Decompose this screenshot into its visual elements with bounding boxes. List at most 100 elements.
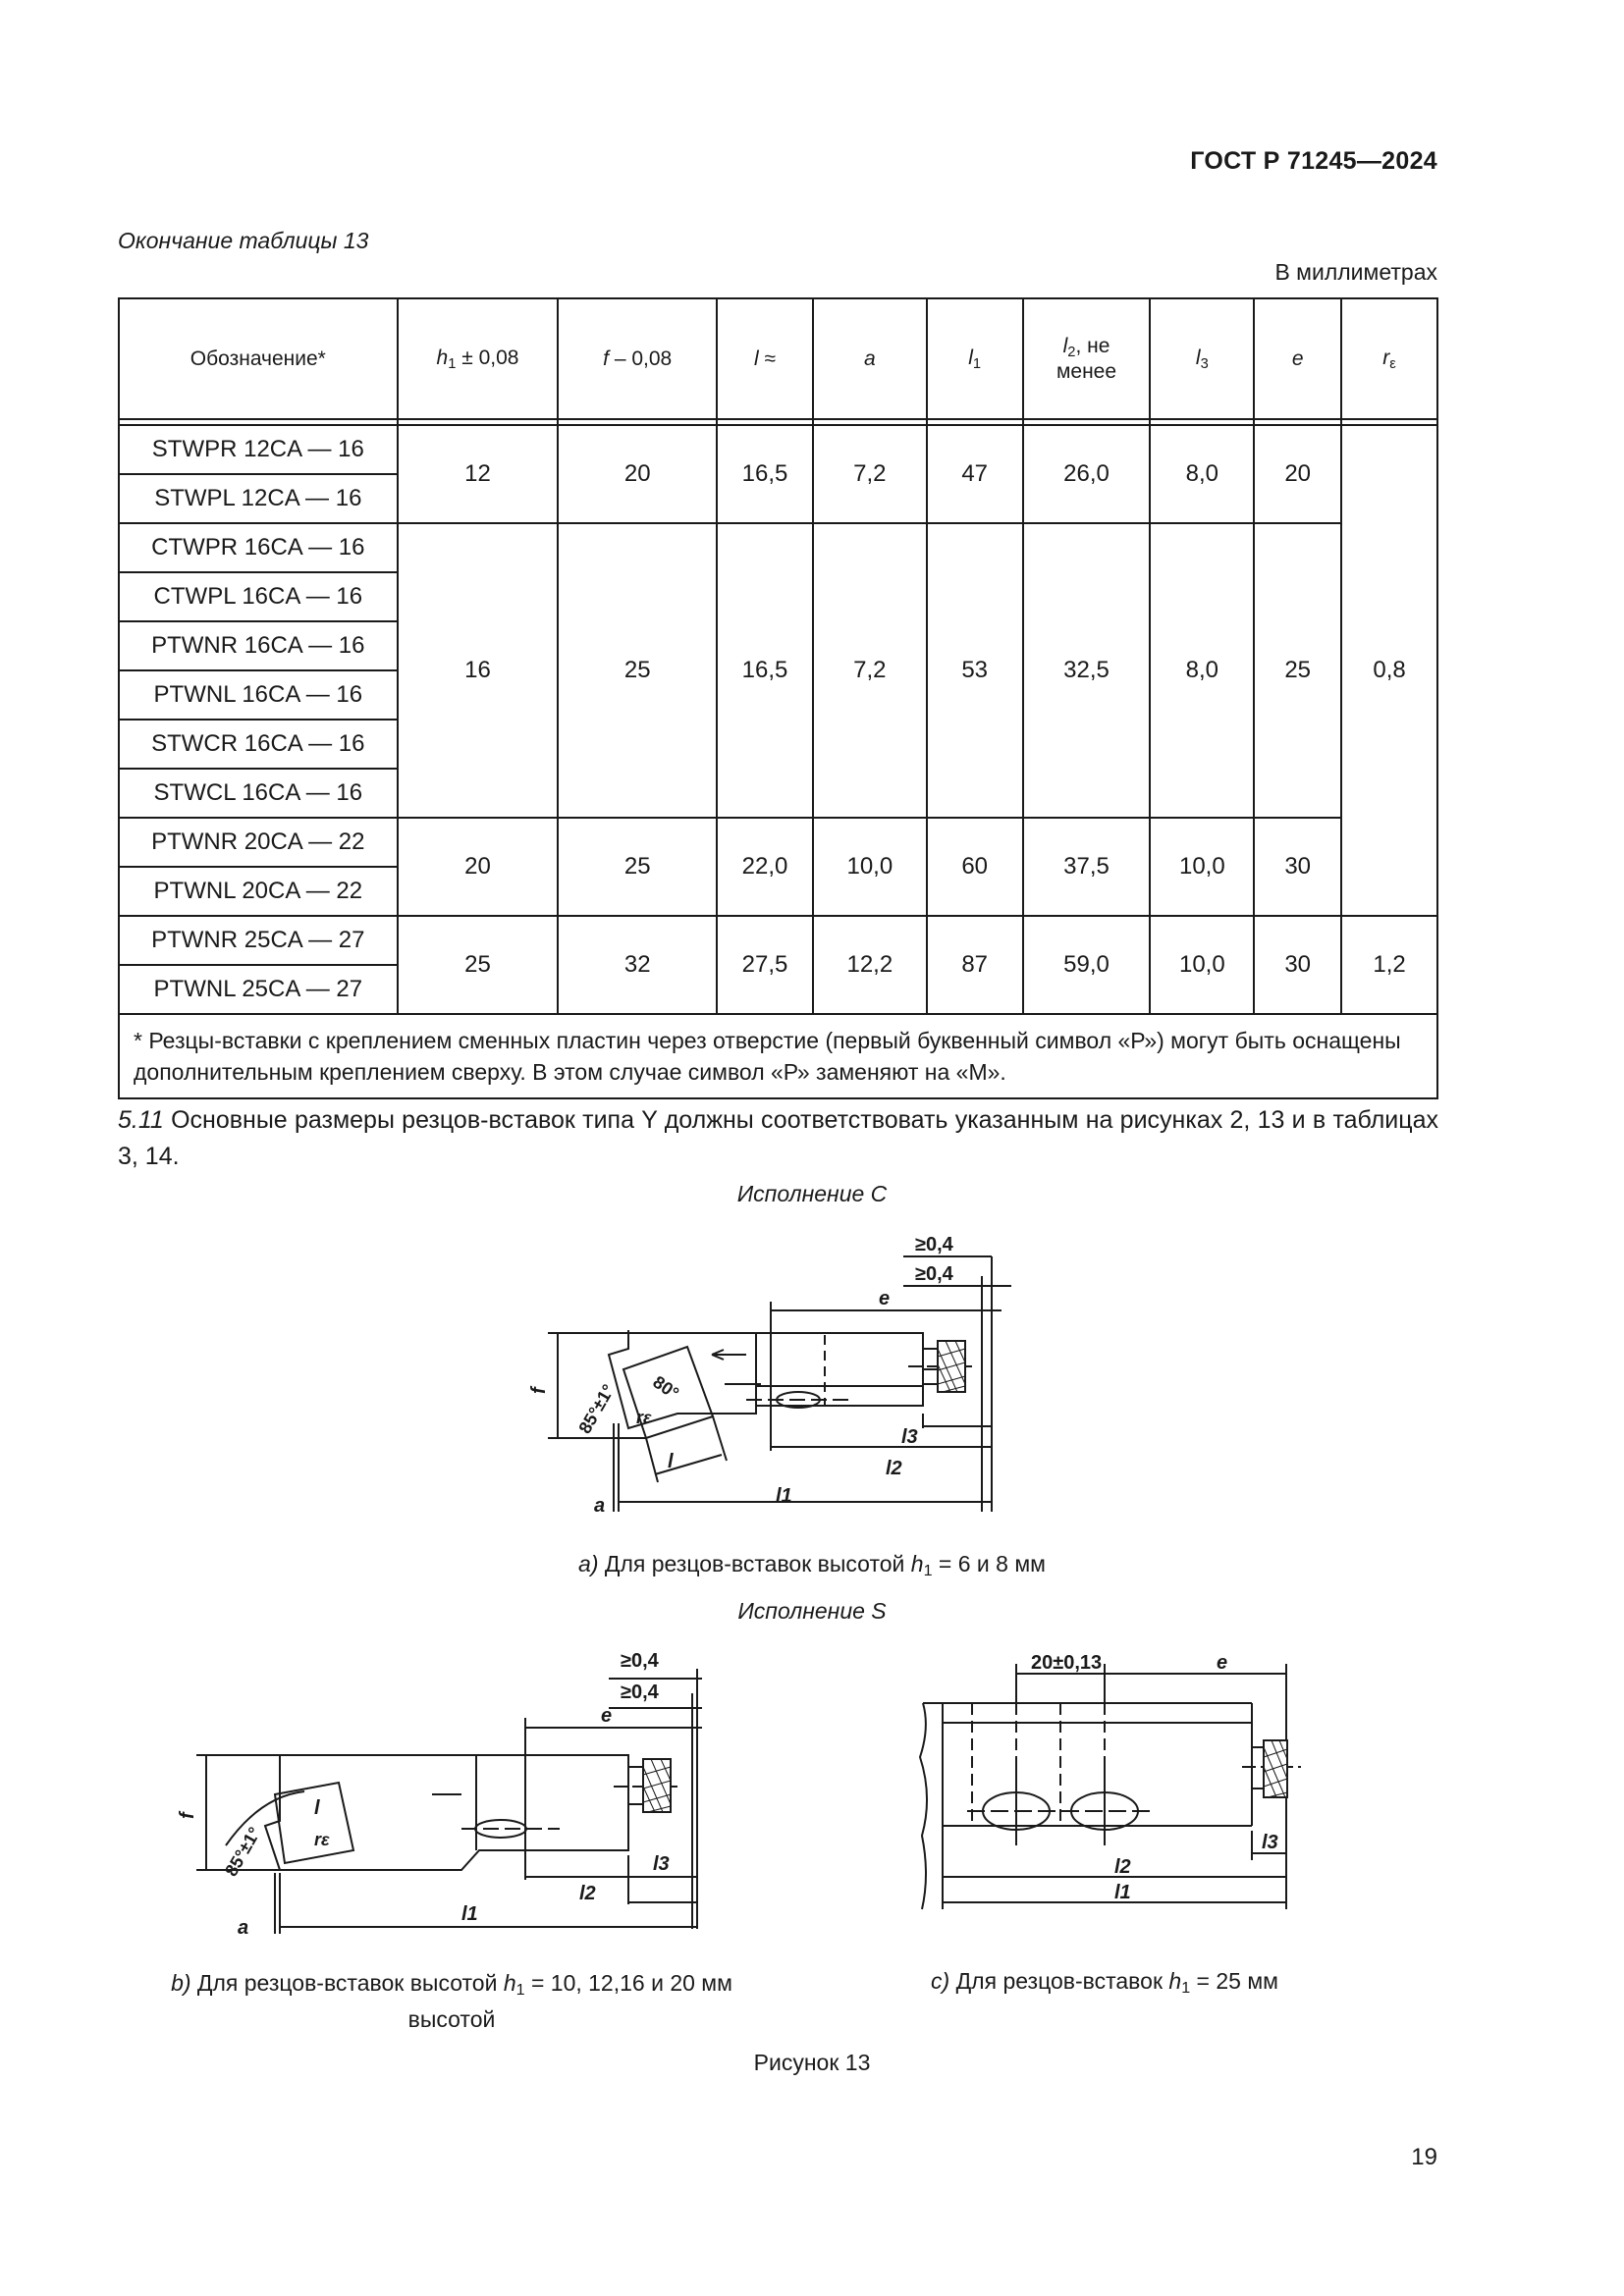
table-row: CTWPR 16CA — 16 16 25 16,5 7,2 53 32,5 8… [118, 522, 1437, 819]
col-l1: l1 [925, 297, 1024, 420]
l-cell: 27,5 [716, 915, 814, 1015]
caption-b: b) Для резцов-вставок высотой h1 = 10, 1… [171, 1970, 732, 2032]
units-label: В миллиметрах [1274, 259, 1437, 285]
table-row: PTWNL 20CA — 22 [118, 866, 1437, 917]
a-label: a [238, 1917, 248, 1934]
l2-cell: 37,5 [1021, 817, 1152, 917]
table-footnote-row: * Резцы-вставки с креплением сменных пла… [118, 1013, 1438, 1099]
r-eps-label: rε [636, 1408, 652, 1427]
e-cell: 25 [1253, 522, 1343, 819]
designation-cell: PTWNL 20CA — 22 [118, 866, 399, 917]
l3-cell: 8,0 [1149, 424, 1256, 524]
table-header-row: Обозначение* h1 ± 0,08 f – 0,08 l ≈ a l1… [118, 297, 1438, 420]
r-eps-cell: 1,2 [1340, 915, 1438, 1015]
standard-number: ГОСТ Р 71245—2024 [1190, 147, 1437, 175]
col-r-eps: rε [1340, 297, 1438, 420]
h1-cell: 20 [396, 817, 560, 917]
f-cell: 20 [557, 424, 719, 524]
l1-cell: 47 [925, 424, 1024, 524]
e-cell: 30 [1253, 915, 1343, 1015]
l-cell: 16,5 [716, 522, 814, 819]
dim-20-label: 20±0,13 [1031, 1652, 1102, 1674]
a-cell: 10,0 [811, 817, 928, 917]
r-eps-label: rε [314, 1830, 330, 1849]
designation-cell: STWPR 12CA — 16 [118, 424, 399, 475]
l2-label: l2 [1114, 1856, 1131, 1878]
l2-label: l2 [886, 1458, 902, 1479]
a-cell: 7,2 [811, 522, 928, 819]
angle-80-label: 80° [649, 1372, 682, 1404]
table-continuation-label: Окончание таблицы 13 [118, 228, 369, 253]
table-row: STWPL 12CA — 16 [118, 473, 1437, 524]
table-row: PTWNL 25CA — 27 [118, 964, 1437, 1015]
paragraph-5-11: 5.11 Основные размеры резцов-вставок тип… [118, 1102, 1438, 1175]
table-row: PTWNR 25CA — 27 25 32 27,5 12,2 87 59,0 … [118, 915, 1438, 1015]
l-label: l [314, 1797, 320, 1819]
h1-cell: 25 [396, 915, 560, 1015]
dimensions-table: Обозначение* h1 ± 0,08 f – 0,08 l ≈ a l1… [118, 297, 1438, 1099]
l2-cell: 59,0 [1021, 915, 1152, 1015]
designation-cell: CTWPL 16CA — 16 [118, 571, 399, 622]
f-cell: 25 [557, 522, 719, 819]
l3-cell: 10,0 [1149, 915, 1256, 1015]
table-row: STWCL 16CA — 16 [118, 768, 1437, 819]
designation-cell: PTWNR 16CA — 16 [118, 620, 399, 671]
table-row: STWPR 12CA — 16 12 20 16,5 7,2 47 26,0 8… [118, 424, 1438, 917]
col-l3: l3 [1149, 297, 1256, 420]
min-04-label: ≥0,4 [915, 1263, 954, 1285]
col-e: e [1253, 297, 1343, 420]
caption-c: c) Для резцов-вставок h1 = 25 мм [931, 1968, 1278, 1997]
e-label: e [601, 1705, 612, 1727]
table-footnote: * Резцы-вставки с креплением сменных пла… [118, 1013, 1438, 1099]
angle-85-label: 85°±1° [221, 1824, 264, 1880]
designation-cell: STWCR 16CA — 16 [118, 719, 399, 770]
angle-85-label: 85°±1° [574, 1381, 618, 1437]
e-label: e [879, 1288, 890, 1309]
h1-cell: 16 [396, 522, 560, 819]
a-label: a [594, 1495, 605, 1517]
f-label: f [528, 1385, 550, 1394]
designation-cell: PTWNR 25CA — 27 [118, 915, 399, 966]
r-eps-cell: 0,8 [1340, 424, 1438, 917]
h1-cell: 12 [396, 424, 560, 524]
designation-cell: PTWNL 16CA — 16 [118, 669, 399, 721]
figure-title: Рисунок 13 [753, 2050, 871, 2075]
l1-cell: 87 [925, 915, 1024, 1015]
l3-label: l3 [1262, 1832, 1278, 1853]
col-l: l ≈ [716, 297, 814, 420]
f-cell: 25 [557, 817, 719, 917]
e-label: e [1217, 1652, 1227, 1674]
execution-s-label: Исполнение S [737, 1598, 887, 1624]
drawing-b: ≥0,4 ≥0,4 e f 85°±1° l rε l3 l2 l1 a [177, 1650, 702, 1934]
f-label: f [177, 1810, 198, 1819]
l3-label: l3 [901, 1426, 918, 1448]
l2-cell: 32,5 [1021, 522, 1152, 819]
min-04-label: ≥0,4 [621, 1682, 660, 1703]
drawing-c: 20±0,13 e l3 l2 l1 [918, 1652, 1301, 1910]
e-cell: 30 [1253, 817, 1343, 917]
f-cell: 32 [557, 915, 719, 1015]
e-cell: 20 [1253, 424, 1343, 524]
l1-cell: 53 [925, 522, 1024, 819]
l2-label: l2 [579, 1883, 596, 1904]
table-row: PTWNL 16CA — 16 [118, 669, 1437, 721]
a-cell: 7,2 [811, 424, 928, 524]
l3-cell: 8,0 [1149, 522, 1256, 819]
paragraph-text: Основные размеры резцов-вставок типа Y д… [118, 1106, 1438, 1170]
designation-cell: PTWNL 25CA — 27 [118, 964, 399, 1015]
table-row: CTWPL 16CA — 16 [118, 571, 1437, 622]
l3-label: l3 [653, 1853, 670, 1875]
l-label: l [668, 1451, 674, 1472]
table-row: PTWNR 16CA — 16 [118, 620, 1437, 671]
caption-a: a) Для резцов-вставок высотой h1 = 6 и 8… [578, 1551, 1046, 1579]
designation-cell: STWPL 12CA — 16 [118, 473, 399, 524]
paragraph-number: 5.11 [118, 1106, 164, 1134]
page-number: 19 [1411, 2144, 1437, 2170]
table-row: PTWNR 20CA — 22 20 25 22,0 10,0 60 37,5 … [118, 817, 1437, 917]
table-row: STWCR 16CA — 16 [118, 719, 1437, 770]
l-cell: 22,0 [716, 817, 814, 917]
designation-cell: STWCL 16CA — 16 [118, 768, 399, 819]
arrow-icon [711, 1349, 746, 1361]
l-cell: 16,5 [716, 424, 814, 524]
